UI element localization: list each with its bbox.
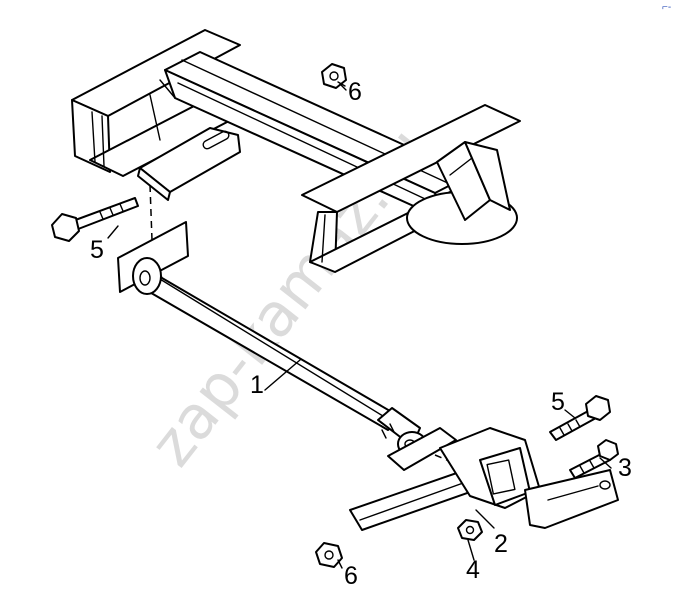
corner-mark: ⌐- [662,2,671,13]
callout-6-nut-top: 6 [348,78,362,106]
axle-bracket-tongue [524,469,619,529]
axle-bracket [349,427,619,531]
callout-3-bolt: 3 [618,454,632,482]
upper-bracket [137,127,241,201]
frame-mount-bracket [406,141,518,245]
rod-end-upper-eye [132,257,162,295]
leader-lines [107,83,612,569]
callout-2-axle-bracket: 2 [494,530,508,558]
nut-middle [457,519,483,541]
mount-projection-line-upper [149,184,153,241]
nut-bottom [315,542,343,568]
nut-top [321,63,347,89]
callout-1-reaction-rod: 1 [250,371,264,399]
callout-4-nut: 4 [466,556,480,584]
callout-6-nut-bottom: 6 [344,562,358,590]
bolt-right-upper [549,395,611,441]
reaction-rod [132,257,427,457]
callout-5-bolt-right: 5 [551,388,565,416]
frame-assembly [71,29,521,273]
callout-5-bolt-left: 5 [90,236,104,264]
bolt-left [51,197,139,242]
lower-mount-plate [387,427,457,471]
